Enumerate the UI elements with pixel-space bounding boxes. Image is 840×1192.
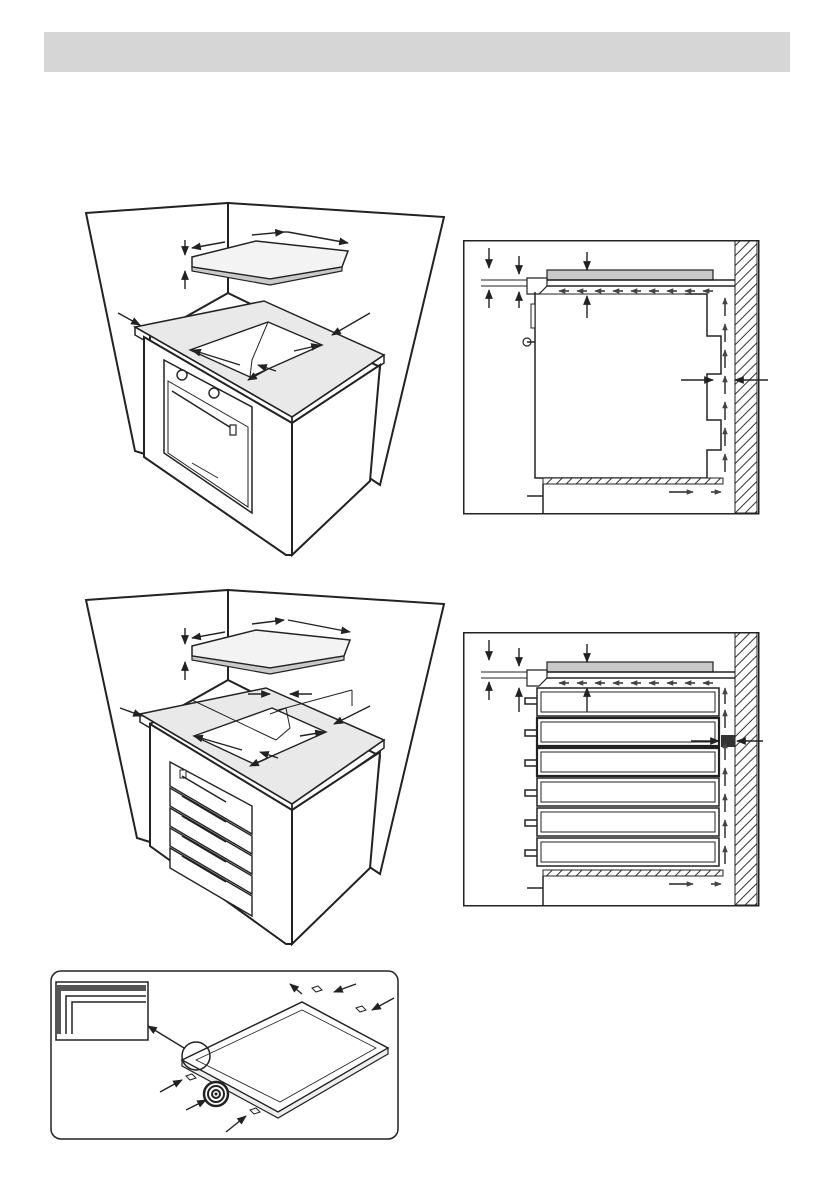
oven-knob-left — [177, 370, 187, 380]
section-frame — [464, 241, 759, 514]
hob-section — [547, 270, 713, 280]
drawer-installation-figure — [80, 590, 460, 955]
oven-cross-section-figure — [463, 240, 761, 516]
wall-hatched — [735, 633, 757, 905]
oven-installation-figure — [80, 195, 460, 560]
seal-tape-figure — [50, 970, 400, 1142]
wall-hatched — [735, 241, 757, 513]
spacer-block — [721, 735, 735, 747]
oven-knob-right — [209, 388, 219, 398]
hob-section — [547, 662, 713, 672]
section-header-bar — [44, 32, 790, 72]
drawer-cross-section-figure — [463, 632, 761, 908]
drawer-boxes — [537, 688, 719, 866]
seal-tape-roll — [204, 1082, 228, 1106]
